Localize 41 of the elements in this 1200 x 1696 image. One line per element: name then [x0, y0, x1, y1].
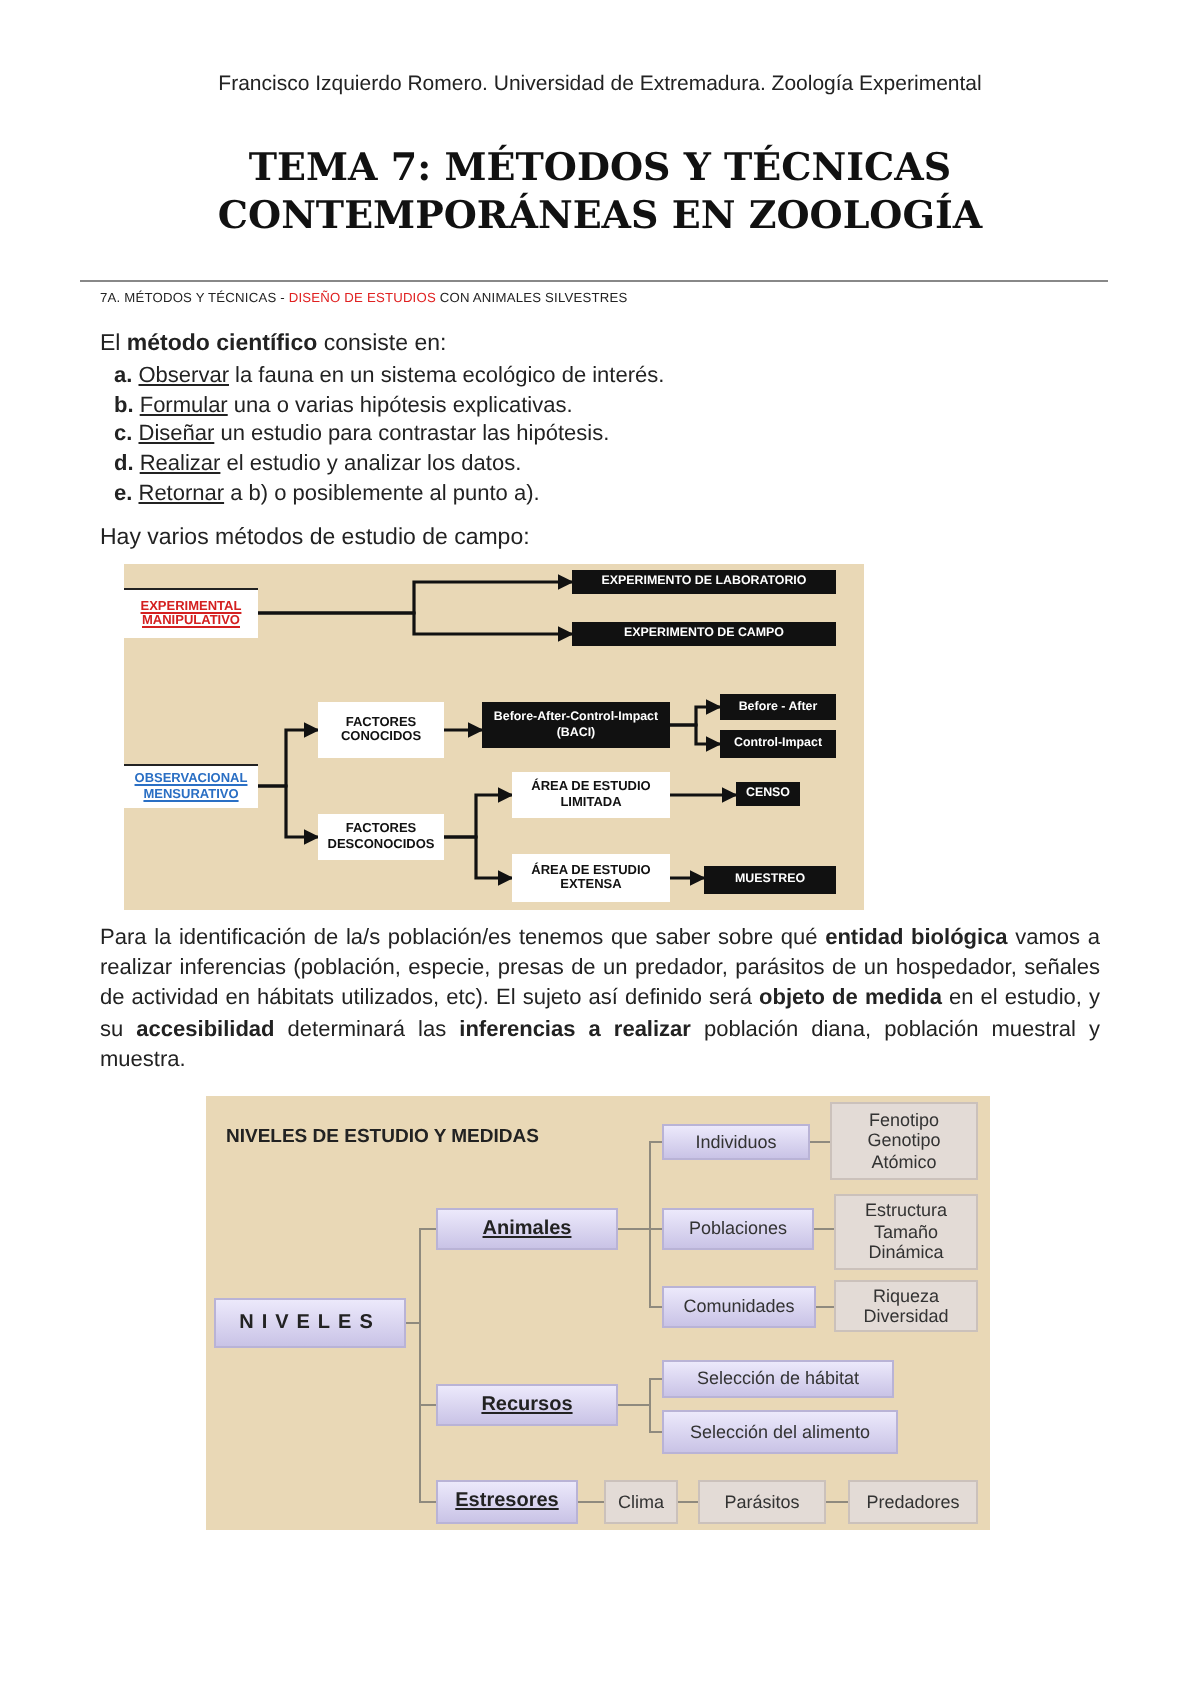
measure-box: Predadores	[848, 1480, 978, 1524]
connector-line	[825, 1501, 849, 1503]
arrow	[258, 611, 574, 642]
list-item: a. Observar la fauna en un sistema ecológico de interés.	[114, 364, 667, 388]
paragraph: Para la identificación de la/s población/es tenemos que saber sobre qué entidad biológica vamos a realizar inferencias (población, especie, presas de un predador, parásitos de un hospedador, señales de actividad en hábitats utilizados, etc). El sujeto así definido será objeto de medida en el estudio, y su accesibilidad determinará las inferencias a realizar población diana, población muestral y muestra.	[100, 924, 1100, 1076]
level-box: Estresores	[436, 1480, 578, 1524]
list-item: d. Realizar el estudio y analizar los datos.	[114, 452, 524, 476]
measure-box: Parásitos	[698, 1480, 826, 1524]
connector-line	[677, 1501, 699, 1503]
level-box: Selección del alimento	[662, 1410, 898, 1454]
paragraph: El método científico consiste en:	[100, 332, 449, 356]
connector-line	[617, 1404, 663, 1433]
level-box: Comunidades	[662, 1286, 816, 1328]
root-box: NIVELES	[214, 1298, 406, 1348]
page-title: TEMA 7: MÉTODOS Y TÉCNICAS CONTEMPORÁNEAS EN ZOOLOGÍA	[215, 144, 985, 240]
measure-box: Clima	[604, 1480, 678, 1524]
connector-line	[577, 1501, 605, 1503]
connector-line	[813, 1228, 835, 1230]
list-item: c. Diseñar un estudio para contrastar las hipótesis.	[114, 422, 612, 446]
arrow	[444, 722, 484, 738]
connector-line	[617, 1228, 663, 1308]
arrow	[444, 835, 514, 886]
arrow	[670, 870, 706, 886]
measure-box: Riqueza Diversidad	[834, 1280, 978, 1332]
list-item: b. Formular una o varias hipótesis explicativas.	[114, 394, 575, 418]
page-header: Francisco Izquierdo Romero. Universidad de Extremadura. Zoología Experimental	[216, 72, 984, 96]
level-box: Poblaciones	[662, 1208, 814, 1250]
level-box: Individuos	[662, 1124, 810, 1160]
level-box: Recursos	[436, 1384, 618, 1426]
heading-text: NIVELES DE ESTUDIO Y MEDIDAS	[226, 1126, 541, 1148]
connector-line	[809, 1141, 831, 1143]
list-item: e. Retornar a b) o posiblemente al punto a).	[114, 482, 542, 506]
connector-line	[815, 1306, 835, 1308]
arrow	[258, 784, 320, 845]
level-box: Animales	[436, 1208, 618, 1250]
arrow	[670, 787, 738, 803]
measure-box: Estructura Tamaño Dinámica	[834, 1194, 978, 1270]
level-box: Selección de hábitat	[662, 1360, 894, 1398]
arrow	[670, 723, 722, 752]
measure-box: Fenotipo Genotipo Atómico	[830, 1102, 978, 1180]
paragraph: Hay varios métodos de estudio de campo:	[100, 526, 532, 550]
